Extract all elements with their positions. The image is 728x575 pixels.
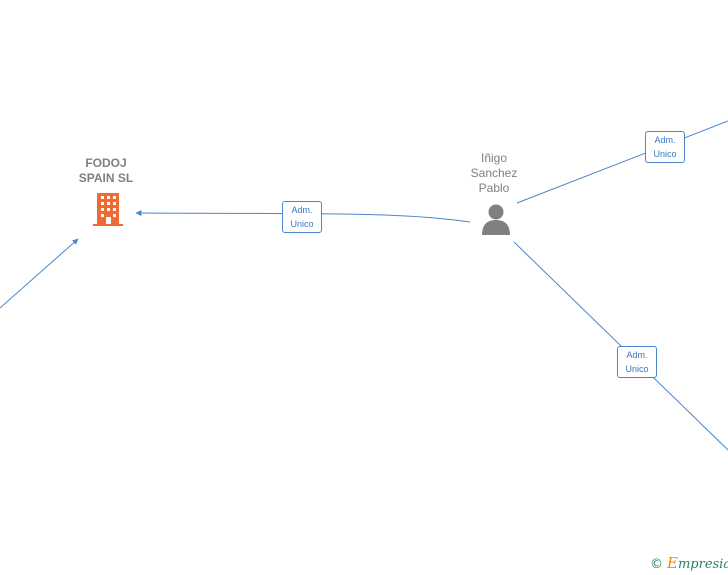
person-icon[interactable]: [482, 204, 510, 236]
empresia-watermark: © Empresia: [650, 554, 728, 574]
brand-name: mpresia: [677, 557, 728, 572]
company-name-label[interactable]: FODOJ SPAIN SL: [61, 156, 151, 186]
brand-initial: E: [667, 554, 678, 572]
edge-label-person-top-right[interactable]: Adm. Unico: [645, 131, 685, 163]
edge-label-person-company[interactable]: Adm. Unico: [282, 201, 322, 233]
person-name-line-1: Iñigo: [480, 151, 508, 165]
edge-label-line-1: Adm.: [626, 350, 648, 360]
person-name-line-3: Pablo: [478, 181, 510, 195]
person-name-label[interactable]: Iñigo Sanchez Pablo: [449, 151, 539, 196]
company-name-line-2: SPAIN SL: [78, 171, 134, 185]
edge-person-to-company: [135, 210, 471, 223]
edge-person-to-top-right: [516, 120, 728, 204]
edge-label-line-1: Adm.: [291, 205, 313, 215]
building-icon[interactable]: [93, 193, 123, 226]
edge-label-line-2: Unico: [290, 219, 314, 229]
edge-label-line-2: Unico: [625, 364, 649, 374]
edge-offscreen-to-company: [0, 238, 79, 309]
person-name-line-2: Sanchez: [470, 166, 518, 180]
company-name-line-1: FODOJ: [85, 156, 127, 170]
edge-label-person-bottom-right[interactable]: Adm. Unico: [617, 346, 657, 378]
copyright-symbol: ©: [650, 557, 663, 572]
edge-label-line-2: Unico: [653, 149, 677, 159]
edge-label-line-1: Adm.: [654, 135, 676, 145]
